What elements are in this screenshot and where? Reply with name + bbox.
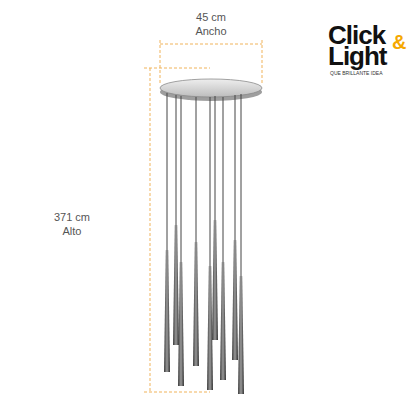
cable [241, 94, 242, 276]
dimension-label: Ancho [195, 26, 226, 37]
dimension-label: 45 cm [196, 12, 226, 23]
cable [235, 95, 236, 240]
cable [210, 97, 211, 266]
pendant-tube [193, 242, 199, 366]
cable [181, 96, 182, 262]
dimension-label: Alto [63, 226, 82, 237]
cable [176, 95, 177, 225]
logo-word: Light [328, 43, 387, 69]
logo-ampersand: & [392, 32, 405, 52]
pendant-tube [238, 276, 244, 394]
cable [223, 97, 224, 262]
pendant-tube [212, 220, 218, 340]
dimension-lines [144, 40, 262, 392]
pendant-tube [232, 240, 238, 360]
dimension-label: 371 cm [54, 212, 90, 223]
cable [167, 93, 168, 250]
pendants [164, 93, 244, 394]
pendant-tube [207, 266, 213, 390]
pendant-tube [220, 262, 226, 380]
pendant-tube [173, 225, 179, 345]
pendant-tube [164, 250, 170, 372]
pendant-tube [178, 262, 184, 386]
logo-tagline: QUE BRILLANTE IDEA [330, 71, 383, 76]
cable [215, 96, 216, 220]
cable [196, 97, 197, 242]
canopy [160, 79, 262, 97]
